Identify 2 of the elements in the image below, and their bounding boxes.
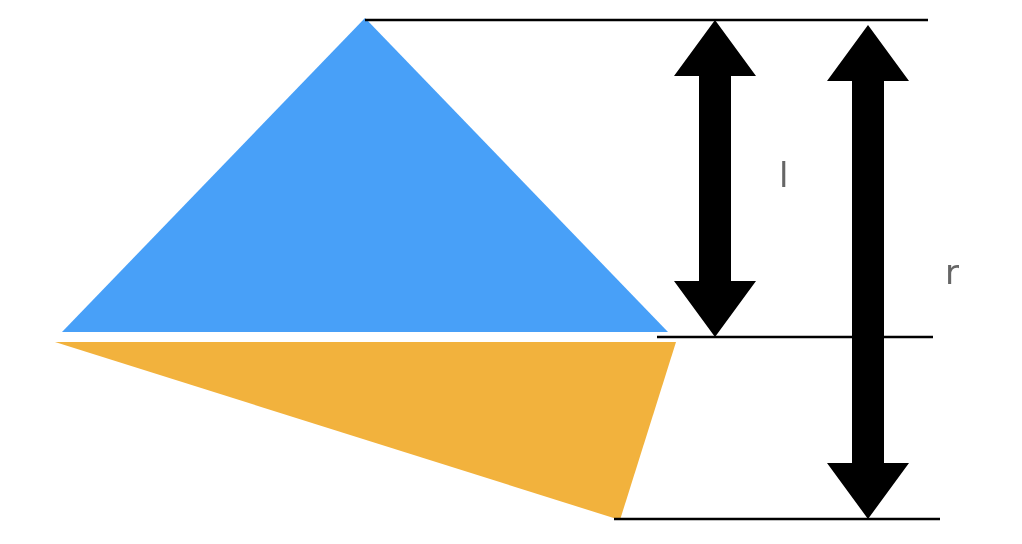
dimension-label: r — [945, 255, 959, 289]
dimension-label: l — [779, 158, 789, 192]
